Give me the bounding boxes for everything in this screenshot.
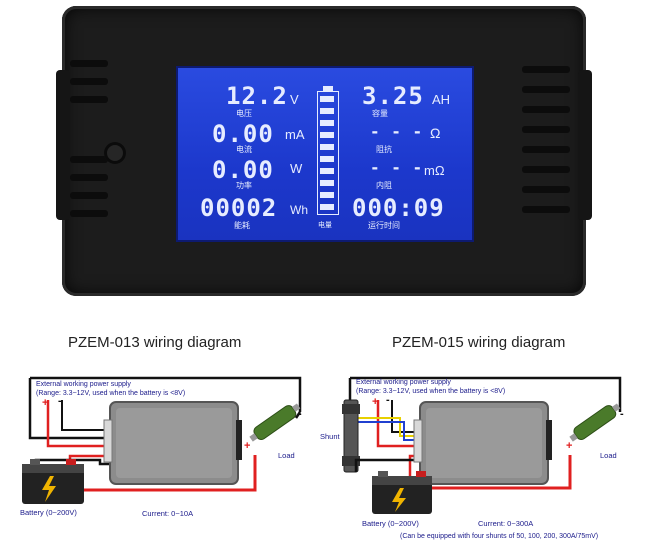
power-unit: W: [290, 161, 303, 176]
internal-resistance-unit: mΩ: [424, 163, 445, 178]
capacity-label: 容量: [372, 109, 388, 118]
battery-gauge-icon: [316, 86, 340, 226]
left-load-plus: +: [244, 440, 251, 452]
right-wiring-diagram: [342, 376, 622, 514]
left-wiring-diagram: [22, 376, 302, 504]
shunt-label: Shunt: [320, 432, 340, 441]
resistance-unit: Ω: [430, 125, 441, 141]
right-diagram-title: PZEM-015 wiring diagram: [392, 334, 566, 351]
runtime-value: 000:09: [352, 194, 445, 222]
runtime-label: 运行时间: [368, 221, 400, 230]
right-supply-minus: -: [386, 394, 390, 406]
capacity-value: 3.25: [362, 82, 424, 110]
left-diagram-title: PZEM-013 wiring diagram: [68, 334, 242, 351]
right-load-label: Load: [600, 451, 617, 460]
resistance-value: - - -: [370, 122, 424, 141]
shunt-note: (Can be equipped with four shunts of 50,…: [400, 533, 599, 540]
left-supply-minus: -: [58, 395, 62, 407]
internal-resistance-value: - - -: [370, 158, 424, 177]
right-load-plus: +: [566, 440, 573, 452]
lcd-screen: [176, 66, 474, 242]
right-load-minus: -: [620, 408, 624, 420]
energy-value: 00002: [200, 194, 278, 222]
battery-label: 电量: [318, 221, 332, 229]
energy-label: 能耗: [234, 221, 250, 230]
voltage-value: 12.2: [226, 82, 288, 110]
capacity-unit: AH: [432, 92, 451, 107]
left-supply-label: External working power supply: [36, 381, 131, 388]
energy-unit: Wh: [290, 203, 308, 217]
current-label: 电流: [236, 145, 252, 154]
right-current-label: Current: 0~300A: [478, 519, 534, 528]
left-load-label: Load: [278, 451, 295, 460]
right-battery-label: Battery (0~200V): [362, 519, 419, 528]
left-battery-label: Battery (0~200V): [20, 508, 77, 517]
left-range-label: (Range: 3.3~12V, used when the battery i…: [36, 390, 186, 397]
right-supply-label: External working power supply: [356, 379, 451, 386]
internal-resistance-label: 内阻: [376, 181, 392, 190]
left-current-label: Current: 0~10A: [142, 509, 194, 518]
power-label: 功率: [236, 181, 252, 190]
left-supply-plus: +: [42, 397, 49, 409]
right-range-label: (Range: 3.3~12V, used when the battery i…: [356, 388, 506, 395]
button-icon[interactable]: [104, 142, 126, 164]
left-vents: [70, 60, 110, 230]
right-clip: [578, 70, 592, 220]
current-value: 0.00: [212, 120, 274, 148]
left-load-minus: -: [298, 408, 302, 420]
voltage-unit: V: [290, 92, 299, 107]
power-value: 0.00: [212, 156, 274, 184]
current-unit: mA: [285, 127, 305, 142]
resistance-label: 阻抗: [376, 145, 392, 154]
right-vents: [522, 66, 572, 236]
voltage-label: 电压: [236, 109, 252, 118]
left-clip: [56, 70, 70, 220]
right-supply-plus: +: [372, 396, 379, 408]
